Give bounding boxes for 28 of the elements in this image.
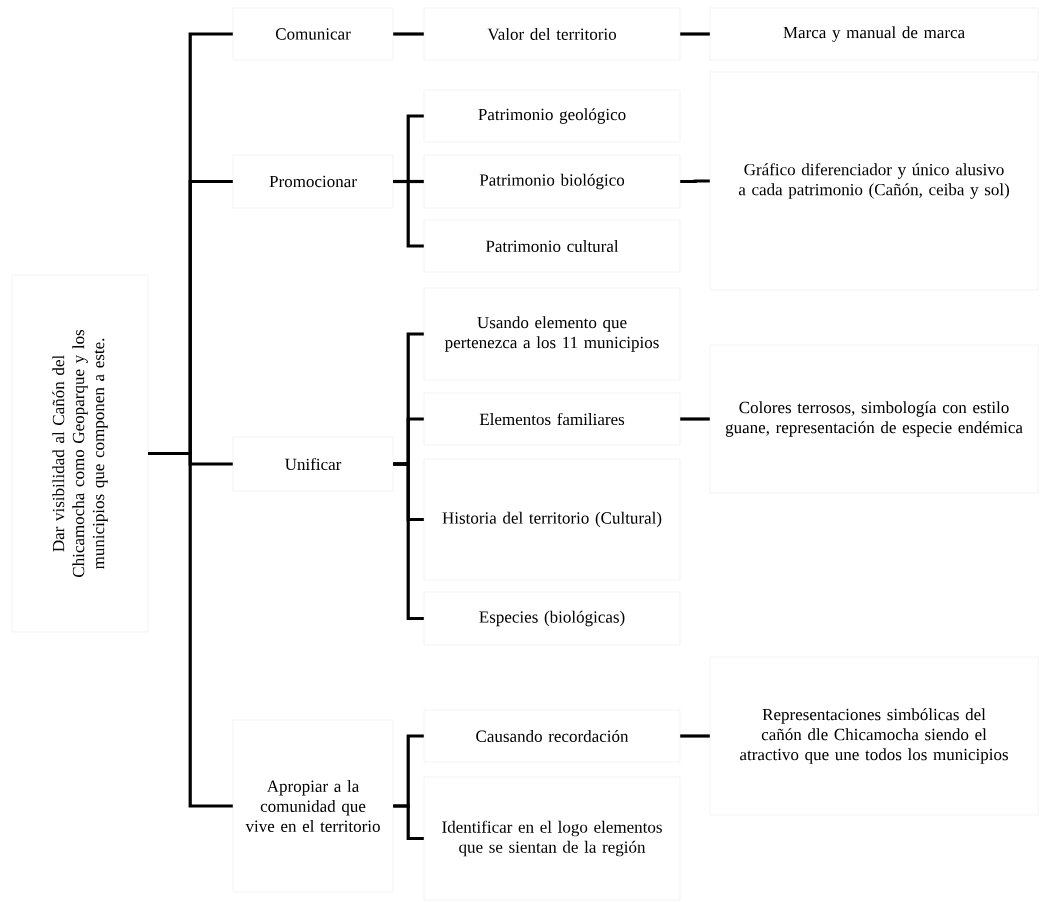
- connector-line: [393, 462, 424, 621]
- connector-line: [680, 417, 710, 421]
- text-box: Gráfico diferenciador y único alusivo a cada patrimonio (Cañón, ceiba y sol): [709, 71, 1039, 291]
- text-box: Causando recordación: [423, 709, 681, 763]
- text-box: Elementos familiares: [423, 392, 681, 446]
- text-box: Patrimonio cultural: [423, 219, 681, 273]
- text-box: Patrimonio biológico: [423, 154, 681, 209]
- text-box: Representaciones simbólicas del cañón dle Chicamocha siendo el atractivo que une todos los municipios: [709, 656, 1039, 816]
- connector-line: [148, 451, 233, 808]
- text-box: Valor del territorio: [423, 7, 681, 61]
- text-box: Especies (biológicas): [423, 591, 681, 646]
- text-box: Usando elemento que pertenezca a los 11 municipios: [423, 287, 681, 381]
- text-box: Identificar en el logo elementos que se sientan de la región: [423, 776, 681, 901]
- rotated-text-box: Dar visibilidad al Cañón del Chicamocha como Geoparque y los municipios que componen a este.: [11, 274, 149, 633]
- text-box: Unificar: [232, 436, 394, 492]
- text-box: Patrimonio geológico: [423, 89, 681, 143]
- text-box: Historia del territorio (Cultural): [423, 458, 681, 581]
- text-box: Colores terrosos, simbología con estilo guane, representación de especie endémica: [709, 344, 1039, 494]
- text-box: Comunicar: [232, 7, 394, 61]
- text-box: Marca y manual de marca: [709, 7, 1039, 61]
- text-box: Apropiar a la comunidad que vive en el territorio: [232, 719, 394, 893]
- connector-line: [680, 32, 710, 36]
- connector-line: [680, 179, 710, 184]
- text-box: Promocionar: [232, 154, 394, 209]
- connector-line: [393, 32, 424, 36]
- connector-line: [393, 804, 424, 841]
- connector-line: [393, 179, 424, 248]
- connector-line: [680, 734, 710, 738]
